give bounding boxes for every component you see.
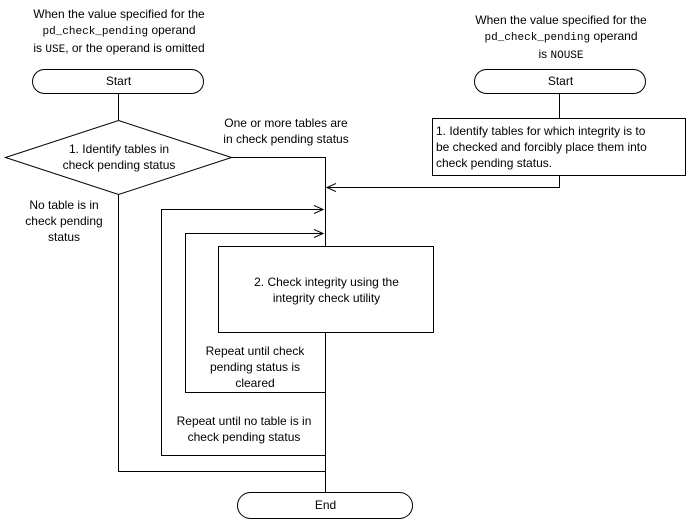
identify-line3: check pending status. [436,156,553,170]
left-header-line3-rest: , or the operand is omitted [65,41,205,55]
right-is-word: is [538,47,548,61]
yes-line2: in check pending status [223,132,349,146]
identify-line1: 1. Identify tables for which integrity i… [436,124,646,138]
left-condition-header: When the value specified for the pd_chec… [8,6,230,58]
yes-branch-label: One or more tables are in check pending … [206,115,366,147]
left-operand-word: operand [151,23,196,37]
start-right-terminal [474,69,646,94]
identify-box-text: 1. Identify tables for which integrity i… [433,123,688,171]
left-is-word: is [33,41,43,55]
inner-loop-label: Repeat until check pending status is cle… [190,343,320,391]
inner-line2: pending status is [209,360,301,374]
outer-line2: check pending status [187,430,301,444]
left-header-line1: When the value specified for the [33,7,205,21]
start-left-label: Start [105,74,132,88]
right-operand-name: pd_check_pending [484,32,591,44]
identify-line2: be checked and forcibly place them into [436,140,647,154]
no-line1: No table is in [29,198,99,212]
end-label: End [314,498,337,512]
no-branch-line [118,195,326,472]
right-header-line2: pd_check_pending operand [450,28,672,46]
decision-label: 1. Identify tables in check pending stat… [28,141,210,173]
start-left-terminal [32,69,204,94]
decision-line2: check pending status [62,158,176,172]
outer-loop-arrow [161,210,326,456]
identify-decision-diamond [3,119,234,196]
right-condition-header: When the value specified for the pd_chec… [450,12,672,64]
decision-line1: 1. Identify tables in [68,142,170,156]
right-operand-word: operand [593,29,638,43]
yes-branch-line [231,157,326,246]
left-operand-name: pd_check_pending [42,26,149,38]
right-header-line3: is NOUSE [450,46,672,64]
identify-force-box [432,118,686,176]
inner-line1: Repeat until check [205,344,305,358]
start-right-label: Start [547,74,574,88]
check-box-text: 2. Check integrity using the integrity c… [219,274,434,306]
outer-loop-label: Repeat until no table is in check pendin… [163,413,325,445]
no-line2: check pending [25,214,103,228]
left-header-line3: is USE, or the operand is omitted [8,40,230,58]
nouse-value: NOUSE [550,50,584,62]
nouse-merge-arrow [327,176,560,188]
yes-line1: One or more tables are [224,116,348,130]
left-header-line2: pd_check_pending operand [8,22,230,40]
check-integrity-box [218,246,434,333]
inner-loop-arrow [185,234,326,393]
check-line2: integrity check utility [272,291,381,305]
right-header-line1: When the value specified for the [475,13,647,27]
inner-line3: cleared [235,376,275,390]
no-branch-label: No table is in check pending status [14,197,114,245]
use-value: USE [45,44,66,56]
end-terminal [237,492,413,519]
outer-line1: Repeat until no table is in [176,414,312,428]
no-line3: status [47,230,80,244]
check-line1: 2. Check integrity using the [254,275,399,289]
